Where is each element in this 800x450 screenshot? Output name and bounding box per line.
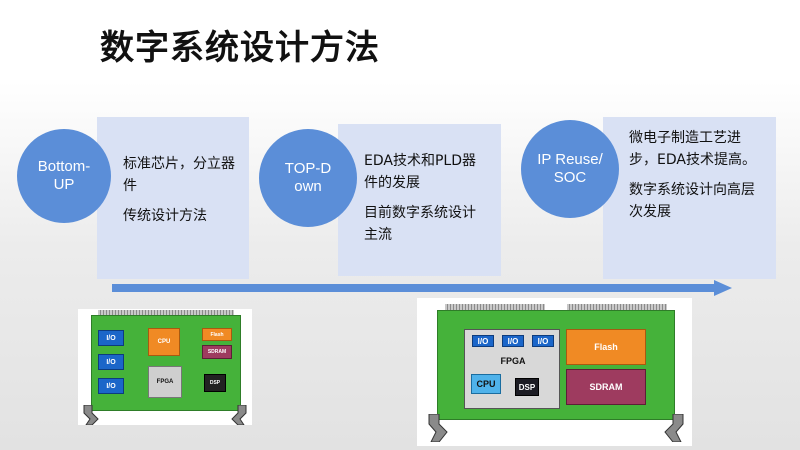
slide-title: 数字系统设计方法 bbox=[100, 28, 380, 68]
board-connector bbox=[445, 304, 545, 310]
stage-circle-label: Bottom-UP bbox=[37, 158, 91, 193]
stage-card-line: 传统设计方法 bbox=[123, 208, 207, 224]
board-connector bbox=[98, 310, 234, 315]
stage-card-ip-reuse: 微电子制造工艺进步，EDA技术提高。 数字系统设计向高层次发展 bbox=[603, 117, 776, 279]
stage-circle-bottom-up: Bottom-UP bbox=[17, 129, 111, 223]
timeline-arrow bbox=[112, 280, 732, 296]
fpga-label: FPGA bbox=[500, 356, 526, 366]
stage-card-top-down: EDA技术和PLD器件的发展 目前数字系统设计主流 bbox=[338, 124, 501, 276]
board-pcb: I/O I/O I/O CPU Flash SDRAM FPGA DSP bbox=[91, 315, 241, 411]
stage-circle-ip-reuse: IP Reuse/SOC bbox=[521, 120, 619, 218]
cpu-chip: CPU bbox=[471, 374, 501, 394]
io-chip: I/O bbox=[472, 335, 494, 347]
io-chip: I/O bbox=[532, 335, 554, 347]
stage-card-bottom-up: 标准芯片，分立器件 传统设计方法 bbox=[97, 117, 249, 279]
cpu-chip: CPU bbox=[148, 328, 180, 356]
board-pcb: I/O I/O I/O FPGA CPU DSP Flash SDRAM bbox=[437, 310, 675, 420]
board-bracket-left bbox=[83, 405, 99, 425]
stage-card-line: 目前数字系统设计主流 bbox=[364, 205, 476, 243]
stage-circle-label: IP Reuse/SOC bbox=[537, 151, 603, 186]
dsp-chip: DSP bbox=[204, 374, 226, 392]
board-bracket-right bbox=[664, 414, 684, 442]
io-chip: I/O bbox=[502, 335, 524, 347]
fpga-block: I/O I/O I/O FPGA CPU DSP bbox=[464, 329, 560, 409]
board-bracket-right bbox=[231, 405, 247, 425]
sdram-chip: SDRAM bbox=[202, 345, 232, 359]
stage-card-line: 微电子制造工艺进步，EDA技术提高。 bbox=[629, 130, 756, 168]
board-large-image: I/O I/O I/O FPGA CPU DSP Flash SDRAM bbox=[417, 298, 692, 446]
stage-card-line: 标准芯片，分立器件 bbox=[123, 156, 235, 194]
board-connector bbox=[567, 304, 667, 310]
stage-circle-top-down: TOP-Down bbox=[259, 129, 357, 227]
flash-chip: Flash bbox=[202, 328, 232, 341]
flash-chip: Flash bbox=[566, 329, 646, 365]
board-bracket-left bbox=[428, 414, 448, 442]
dsp-chip: DSP bbox=[515, 378, 539, 396]
stage-card-line: 数字系统设计向高层次发展 bbox=[629, 182, 755, 220]
fpga-chip: FPGA bbox=[148, 366, 182, 398]
sdram-chip: SDRAM bbox=[566, 369, 646, 405]
io-chip: I/O bbox=[98, 330, 124, 346]
stage-circle-label: TOP-Down bbox=[284, 160, 332, 195]
stage-card-line: EDA技术和PLD器件的发展 bbox=[364, 153, 476, 191]
io-chip: I/O bbox=[98, 378, 124, 394]
io-chip: I/O bbox=[98, 354, 124, 370]
board-small-image: I/O I/O I/O CPU Flash SDRAM FPGA DSP bbox=[78, 309, 252, 425]
